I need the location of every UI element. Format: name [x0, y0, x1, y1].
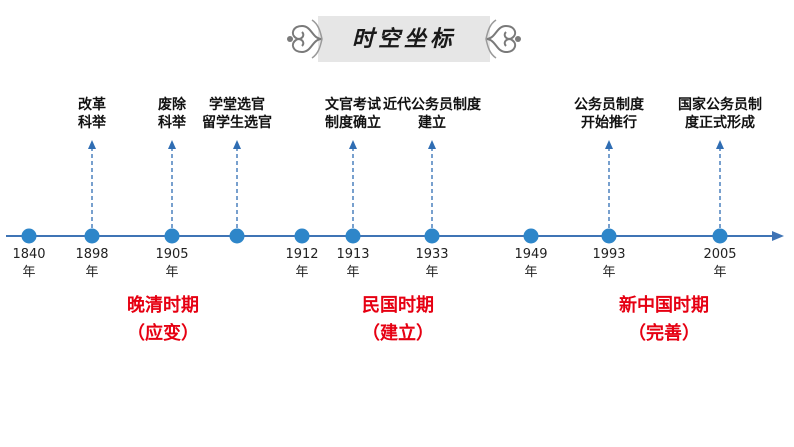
event-label-line: 开始推行 [581, 115, 637, 131]
event-arrow-up-icon [605, 140, 613, 149]
event-label: 改革科举 [78, 96, 106, 132]
title-banner [318, 16, 490, 62]
year-unit: 年 [602, 265, 616, 280]
year-unit: 年 [713, 265, 727, 280]
year-number: 1913 [336, 247, 370, 262]
timeline-node-dot [523, 228, 539, 244]
period-subtitle: （建立） [362, 323, 434, 344]
event-label-line: 学堂选官 [209, 97, 265, 113]
period-subtitle: （完善） [628, 323, 700, 344]
period-label: 新中国时期 （完善） [619, 292, 709, 348]
event-label: 废除科举 [158, 96, 186, 132]
event-arrow-up-icon [168, 140, 176, 149]
page-title: 时空坐标 [351, 26, 456, 52]
event-label-line: 文官考试 [325, 97, 381, 113]
year-label: 1898 年 [75, 246, 108, 282]
year-label: 1913 年 [336, 246, 369, 282]
period-name: 新中国时期 [619, 295, 709, 316]
year-unit: 年 [85, 265, 99, 280]
year-unit: 年 [524, 265, 538, 280]
event-label-line: 废除 [158, 97, 186, 113]
year-label: 1949 年 [514, 246, 547, 282]
event-label: 文官考试制度确立 [325, 96, 381, 132]
year-label: 1933 年 [415, 246, 448, 282]
event-label-line: 科举 [158, 115, 186, 131]
event-label-line: 制度确立 [325, 115, 381, 131]
event-label-line: 公务员制度 [574, 97, 644, 113]
year-unit: 年 [295, 265, 309, 280]
event-label-line: 建立 [418, 115, 446, 131]
period-label: 民国时期 （建立） [362, 292, 434, 348]
event-label-line: 近代公务员制度 [383, 97, 481, 113]
timeline-node-dot [21, 228, 37, 244]
year-label: 1993 年 [592, 246, 625, 282]
period-name: 晚清时期 [127, 295, 199, 316]
event-label: 近代公务员制度建立 [383, 96, 481, 132]
timeline-node-dot [164, 228, 180, 244]
year-number: 1840 [12, 247, 46, 262]
event-label-line: 国家公务员制 [678, 97, 762, 113]
timeline-node-dot [345, 228, 361, 244]
year-number: 1993 [592, 247, 626, 262]
year-unit: 年 [165, 265, 179, 280]
year-number: 1905 [155, 247, 189, 262]
period-subtitle: （应变） [127, 323, 199, 344]
cloud-ornament-right-icon [485, 19, 521, 59]
timeline-node-dot [424, 228, 440, 244]
timeline-node-dot [712, 228, 728, 244]
event-arrow-up-icon [428, 140, 436, 149]
timeline-arrow-head-icon [772, 231, 784, 241]
year-number: 1933 [415, 247, 449, 262]
event-arrow-up-icon [233, 140, 241, 149]
event-label-line: 度正式形成 [685, 115, 755, 131]
event-label-line: 改革 [78, 97, 106, 113]
period-name: 民国时期 [362, 295, 434, 316]
year-label: 2005 年 [703, 246, 736, 282]
timeline-node-dot [84, 228, 100, 244]
timeline-node-dot [294, 228, 310, 244]
event-label-line: 科举 [78, 115, 106, 131]
event-arrow-up-icon [716, 140, 724, 149]
year-number: 2005 [703, 247, 737, 262]
year-label: 1912 年 [285, 246, 318, 282]
year-label: 1905 年 [155, 246, 188, 282]
event-label-line: 留学生选官 [202, 115, 272, 131]
event-arrow-up-icon [349, 140, 357, 149]
event-label: 公务员制度开始推行 [574, 96, 644, 132]
year-number: 1898 [75, 247, 109, 262]
year-number: 1949 [514, 247, 548, 262]
timeline-node-dot [601, 228, 617, 244]
event-label: 学堂选官留学生选官 [202, 96, 272, 132]
event-arrow-up-icon [88, 140, 96, 149]
year-unit: 年 [425, 265, 439, 280]
year-unit: 年 [346, 265, 360, 280]
period-label: 晚清时期 （应变） [127, 292, 199, 348]
year-label: 1840 年 [12, 246, 45, 282]
cloud-ornament-left-icon [287, 19, 323, 59]
year-unit: 年 [22, 265, 36, 280]
timeline-node-dot [229, 228, 245, 244]
year-number: 1912 [285, 247, 319, 262]
event-label: 国家公务员制度正式形成 [678, 96, 762, 132]
